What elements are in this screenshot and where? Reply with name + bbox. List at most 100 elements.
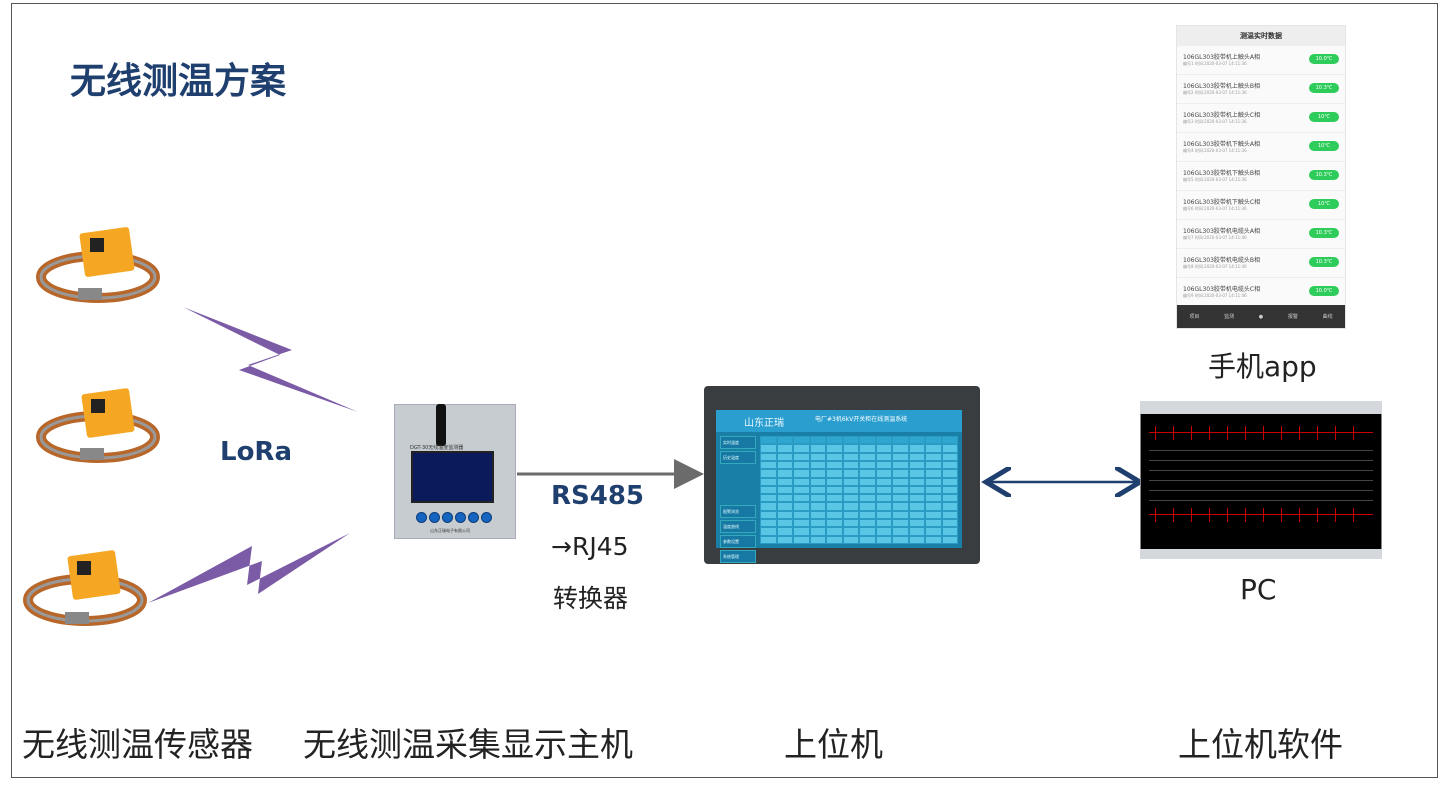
list-item[interactable]: 106GL303胶带机上触头C相编号3 时间:2020-03-07 14:11:… bbox=[1177, 104, 1345, 133]
lightning-bolt-bottom bbox=[148, 533, 350, 603]
sidebar-item[interactable] bbox=[720, 466, 756, 477]
nav-item[interactable]: 报警 bbox=[1287, 314, 1298, 320]
table-cell bbox=[859, 485, 876, 495]
table-cell bbox=[776, 469, 793, 478]
sidebar-item[interactable]: 参数设置 bbox=[720, 535, 756, 548]
table-cell bbox=[875, 469, 892, 478]
table-cell bbox=[892, 527, 909, 536]
table-cell bbox=[842, 535, 859, 544]
table-cell bbox=[760, 535, 777, 544]
nav-item[interactable]: 监测 bbox=[1224, 314, 1235, 320]
list-item[interactable]: 106GL303胶带机电缆头B相编号8 时间:2020-03-07 14:11:… bbox=[1177, 249, 1345, 278]
rs485-label: RS485 bbox=[551, 481, 645, 511]
host-button bbox=[429, 512, 440, 523]
table-cell bbox=[760, 452, 777, 461]
table-cell bbox=[793, 535, 810, 544]
schematic-feeder bbox=[1245, 508, 1246, 522]
host-unit-title: DGT-30无线温度监测器 bbox=[410, 445, 464, 451]
table-cell bbox=[842, 502, 859, 511]
sensor-timestamp: 编号1 时间:2020-03-07 14:11:36 bbox=[1183, 61, 1247, 66]
table-cell bbox=[908, 494, 925, 503]
sensor-timestamp: 编号9 时间:2020-03-07 14:11:46 bbox=[1183, 293, 1247, 298]
table-cell bbox=[925, 510, 942, 520]
list-item[interactable]: 106GL303胶带机电缆头C相编号9 时间:2020-03-07 14:11:… bbox=[1177, 278, 1345, 307]
schematic-feeder bbox=[1317, 426, 1318, 440]
list-item[interactable]: 106GL303胶带机下触头A相编号4 时间:2020-03-07 14:11:… bbox=[1177, 133, 1345, 162]
table-cell bbox=[826, 535, 843, 544]
sensor-timestamp: 编号7 时间:2020-03-07 14:11:46 bbox=[1183, 235, 1247, 240]
table-cell bbox=[826, 502, 843, 511]
table-cell bbox=[875, 460, 892, 470]
sidebar-item[interactable]: 温度曲线 bbox=[720, 520, 756, 533]
nav-item[interactable]: 项目 bbox=[1189, 314, 1200, 320]
app-label: 手机app bbox=[1208, 350, 1317, 383]
table-cell bbox=[826, 494, 843, 503]
schematic-feeder bbox=[1299, 508, 1300, 522]
sidebar-item[interactable]: 系统管理 bbox=[720, 550, 756, 563]
temperature-badge: 10.0℃ bbox=[1309, 54, 1339, 64]
table-cell bbox=[842, 527, 859, 536]
table-cell bbox=[826, 452, 843, 461]
schematic-grid-line bbox=[1149, 480, 1373, 481]
table-cell bbox=[941, 469, 958, 478]
table-cell bbox=[859, 494, 876, 503]
sidebar-item[interactable]: 实时温度 bbox=[720, 436, 756, 449]
table-cell bbox=[908, 502, 925, 511]
table-cell bbox=[941, 535, 958, 544]
table-cell bbox=[793, 452, 810, 461]
table-cell bbox=[776, 436, 793, 445]
schematic-feeder bbox=[1281, 508, 1282, 522]
table-cell bbox=[941, 485, 958, 495]
table-cell bbox=[892, 519, 909, 528]
sidebar-item[interactable]: 历史温度 bbox=[720, 451, 756, 464]
table-cell bbox=[908, 460, 925, 470]
table-cell bbox=[941, 519, 958, 528]
sensor-name: 106GL303胶带机电缆头A相 bbox=[1183, 228, 1261, 235]
table-cell bbox=[859, 444, 876, 453]
label-upper-software: 上位机软件 bbox=[1178, 725, 1343, 764]
temperature-badge: 10.3℃ bbox=[1309, 228, 1339, 238]
sidebar-item[interactable]: 报警浏览 bbox=[720, 505, 756, 518]
panel-header-title: 电厂#3机6kV开关柜在线测温系统 bbox=[815, 416, 908, 423]
phone-app-header: 测温实时数据 bbox=[1177, 26, 1345, 46]
table-cell bbox=[908, 535, 925, 544]
list-item[interactable]: 106GL303胶带机上触头A相编号1 时间:2020-03-07 14:11:… bbox=[1177, 46, 1345, 75]
sensor-name: 106GL303胶带机上触头A相 bbox=[1183, 54, 1261, 61]
sidebar-item[interactable] bbox=[720, 492, 756, 503]
schematic-feeder bbox=[1173, 426, 1174, 440]
table-cell bbox=[941, 436, 958, 445]
table-cell bbox=[776, 460, 793, 470]
table-cell bbox=[809, 452, 826, 461]
table-cell bbox=[859, 477, 876, 486]
list-item[interactable]: 106GL303胶带机上触头B相编号2 时间:2020-03-07 14:11:… bbox=[1177, 75, 1345, 104]
nav-item[interactable]: ● bbox=[1258, 313, 1264, 320]
list-item[interactable]: 106GL303胶带机下触头B相编号5 时间:2020-03-07 14:11:… bbox=[1177, 162, 1345, 191]
phone-app-screenshot: 测温实时数据 106GL303胶带机上触头A相编号1 时间:2020-03-07… bbox=[1176, 25, 1346, 329]
sensor-name: 106GL303胶带机电缆头C相 bbox=[1183, 286, 1261, 293]
schematic-feeder bbox=[1263, 508, 1264, 522]
sensor-timestamp: 编号2 时间:2020-03-07 14:11:36 bbox=[1183, 90, 1247, 95]
sensor-timestamp: 编号8 时间:2020-03-07 14:11:46 bbox=[1183, 264, 1247, 269]
table-cell bbox=[875, 527, 892, 536]
table-cell bbox=[826, 477, 843, 486]
pc-window-taskbar bbox=[1140, 549, 1382, 559]
table-cell bbox=[925, 527, 942, 536]
table-cell bbox=[793, 502, 810, 511]
list-item[interactable]: 106GL303胶带机下触头C相编号6 时间:2020-03-07 14:11:… bbox=[1177, 191, 1345, 220]
schematic-grid-line bbox=[1149, 450, 1373, 451]
table-cell bbox=[925, 460, 942, 470]
table-cell bbox=[760, 444, 777, 453]
schematic-feeder bbox=[1335, 426, 1336, 440]
nav-item[interactable]: 曲线 bbox=[1322, 314, 1333, 320]
schematic-feeder bbox=[1155, 426, 1156, 440]
table-cell bbox=[892, 510, 909, 520]
table-cell bbox=[776, 535, 793, 544]
schematic-feeder bbox=[1263, 426, 1264, 440]
list-item[interactable]: 106GL303胶带机电缆头A相编号7 时间:2020-03-07 14:11:… bbox=[1177, 220, 1345, 249]
table-cell bbox=[760, 519, 777, 528]
table-cell bbox=[842, 452, 859, 461]
sidebar-item[interactable] bbox=[720, 479, 756, 490]
table-cell bbox=[908, 485, 925, 495]
table-cell bbox=[809, 460, 826, 470]
panel-header-bar bbox=[716, 410, 962, 432]
